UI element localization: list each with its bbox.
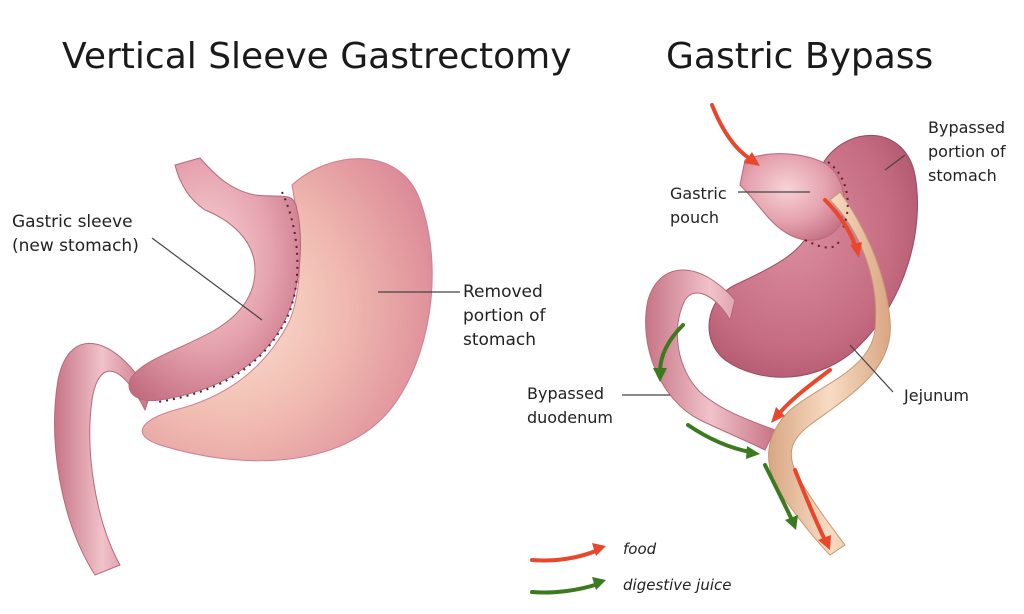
left-stomach-group: [54, 157, 460, 576]
label-bypassed-duodenum: Bypassed duodenum: [527, 384, 613, 427]
stomach-staple-line: [804, 239, 841, 249]
legend-arrows: [530, 543, 606, 595]
right-title: Gastric Bypass: [666, 36, 934, 77]
label-jejunum: Jejunum: [904, 386, 970, 405]
left-duodenum: [54, 342, 151, 576]
left-staple-line: [157, 191, 299, 403]
gastric-sleeve: [128, 157, 301, 402]
food-arrowheads: [744, 152, 862, 550]
juice-arrows: [658, 323, 794, 522]
label-removed-portion: Removed portion of stomach: [463, 282, 546, 350]
right-stomach-group: [622, 103, 918, 556]
removed-portion: [141, 158, 433, 462]
food-arrows: [710, 103, 858, 542]
juice-arrowheads: [653, 368, 798, 530]
bypassed-duodenum-tube: [645, 269, 776, 451]
legend-food-label: food: [623, 540, 657, 558]
label-gastric-pouch: Gastric pouch: [670, 184, 727, 227]
left-title: Vertical Sleeve Gastrectomy: [62, 36, 572, 77]
label-bypassed-portion: Bypassed portion of stomach: [928, 118, 1006, 185]
legend-juice-label: digestive juice: [623, 576, 732, 594]
gastric-pouch-shape: [739, 153, 845, 241]
jejunum-tube: [768, 191, 891, 556]
pouch-staple-line: [827, 161, 849, 231]
label-gastric-sleeve: Gastric sleeve (new stomach): [12, 212, 139, 256]
bypassed-stomach: [708, 134, 918, 378]
